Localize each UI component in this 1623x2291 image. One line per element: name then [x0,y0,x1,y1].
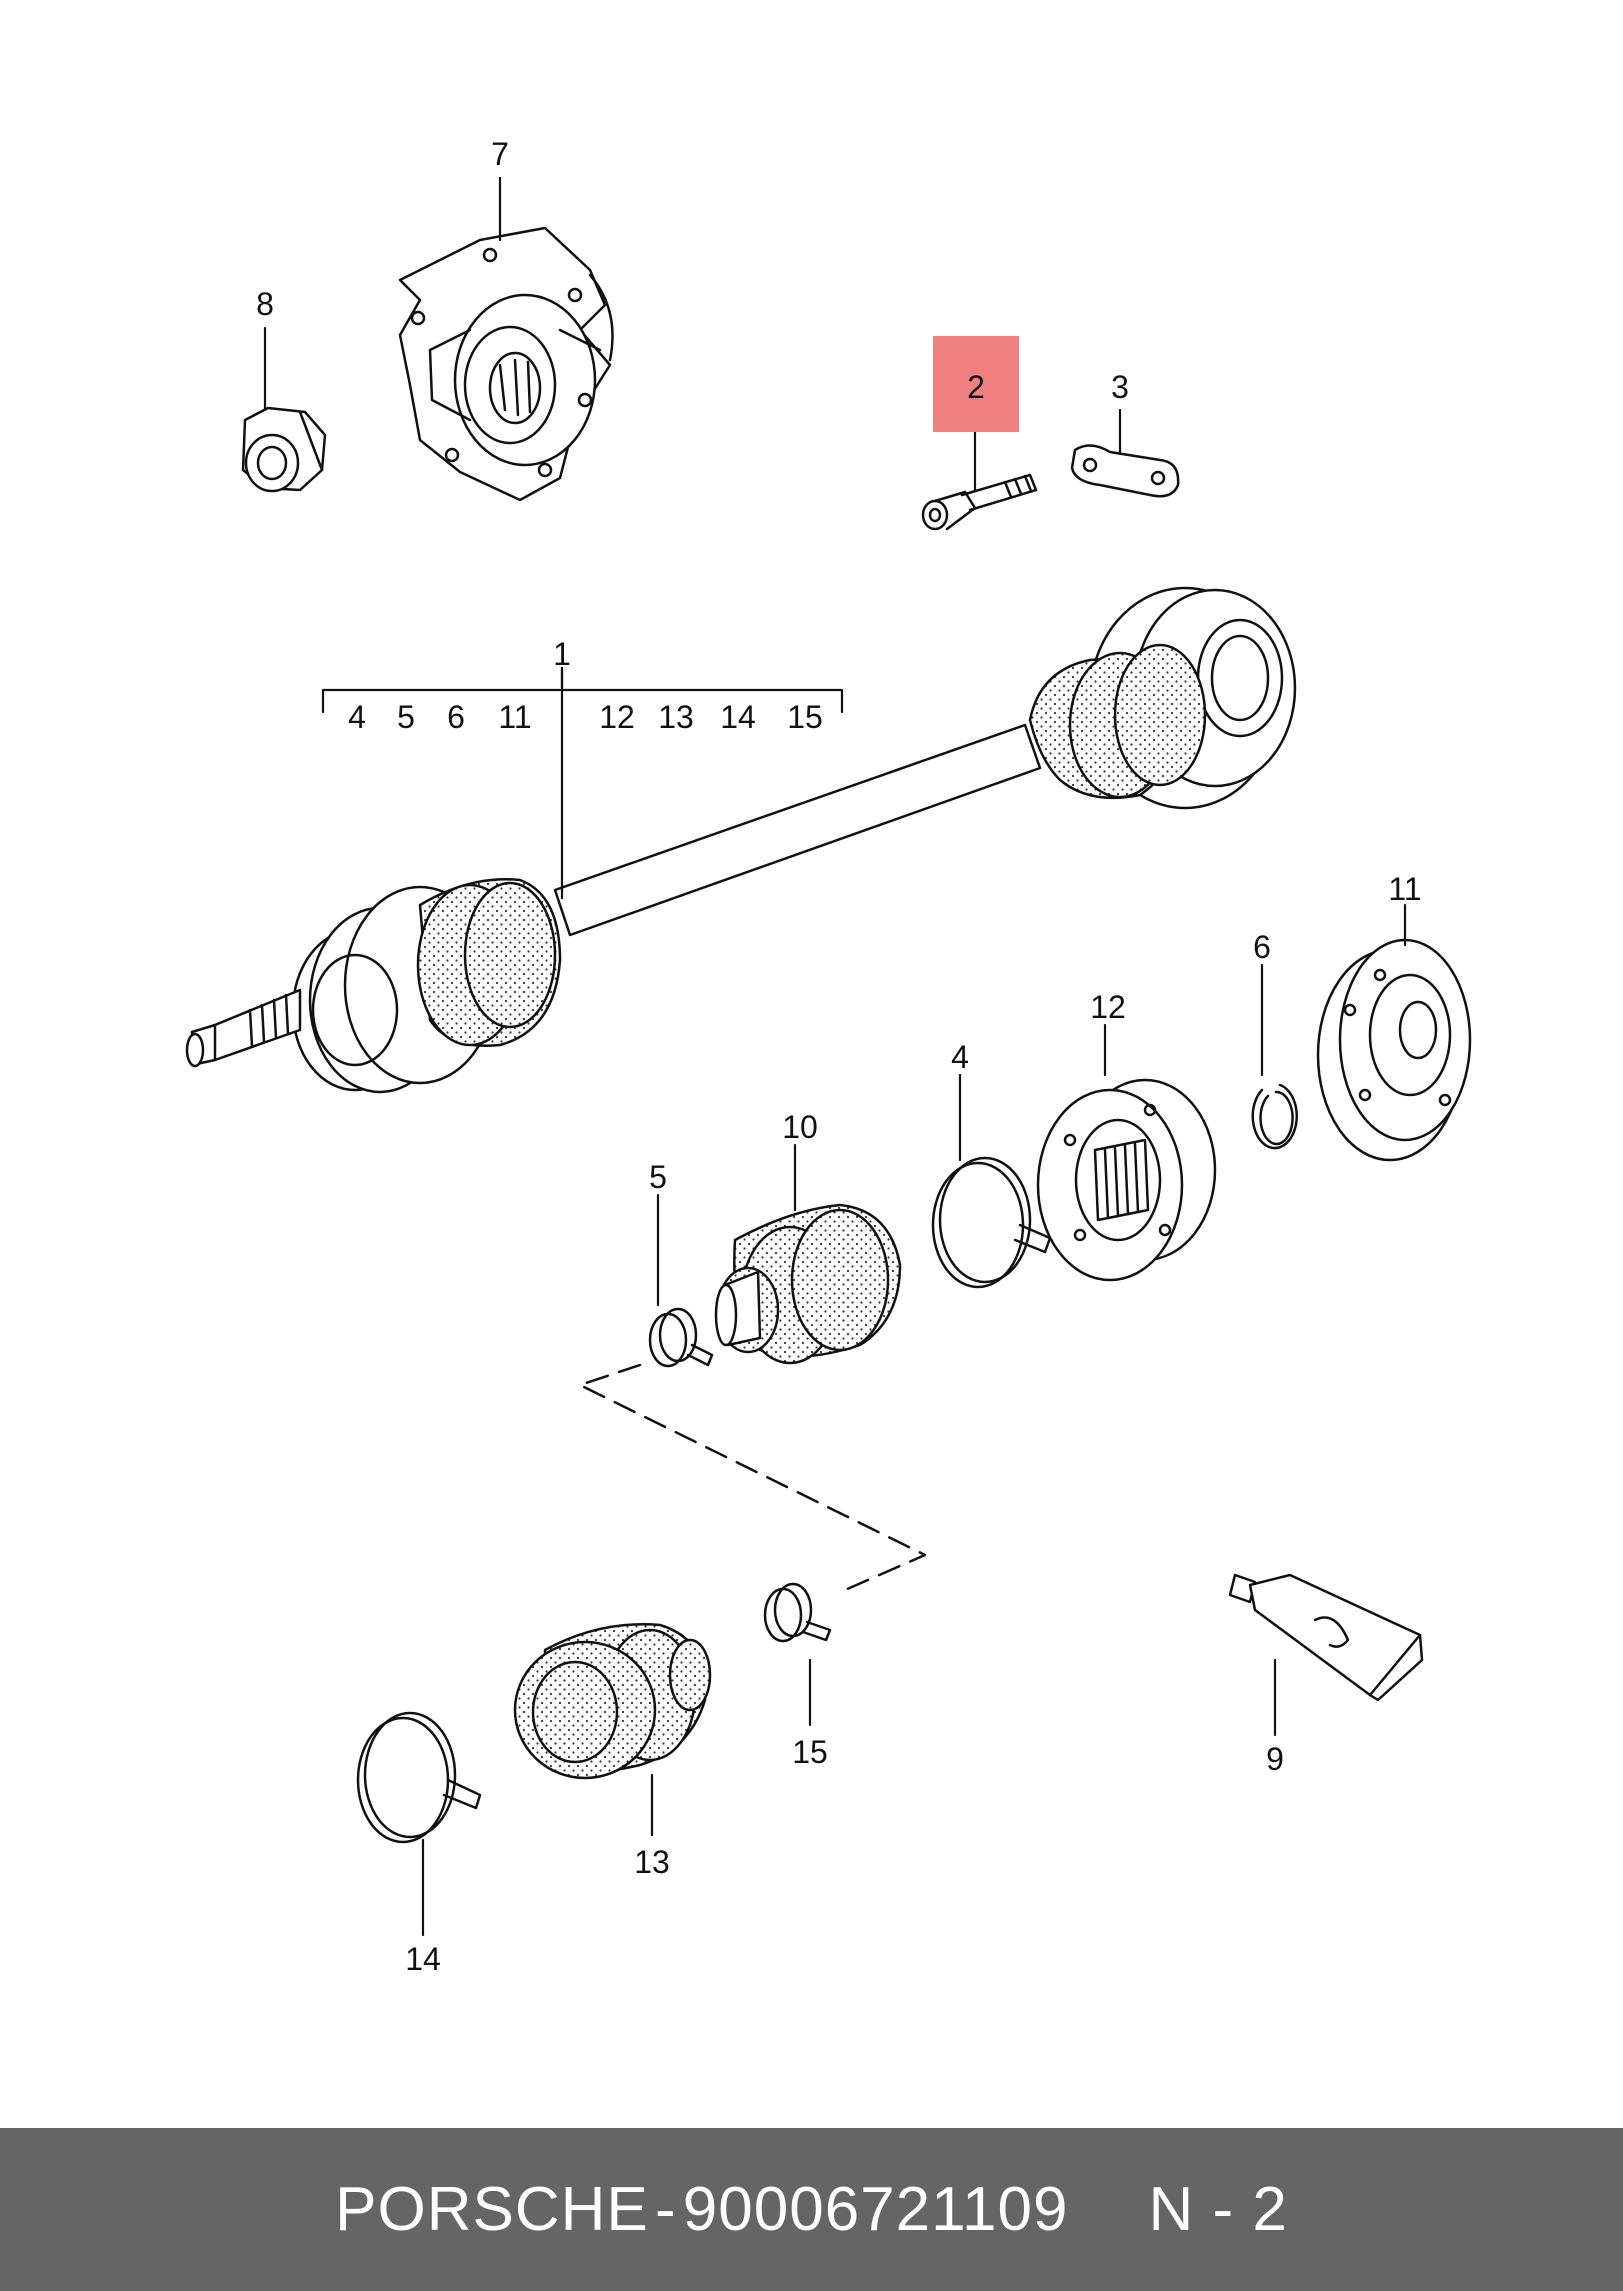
grease-tube-part-9 [1228,1573,1424,1702]
clamp-ring-part-14 [356,1711,482,1844]
callout-9: 9 [1266,1741,1284,1777]
callout-7: 7 [491,136,509,172]
bracket-item: 12 [599,699,635,735]
assembly-bracket [321,666,844,714]
bracket-item: 15 [787,699,823,735]
bracket-item: 11 [498,699,531,735]
callout-11: 11 [1388,871,1421,907]
callout-13: 13 [634,1844,670,1880]
drive-flange-part-7 [398,226,614,502]
callout-3: 3 [1111,369,1129,405]
bracket-item: 4 [348,699,366,735]
callout-15: 15 [792,1734,828,1770]
diagram-position: N - 2 [1148,2175,1288,2244]
alternate-parts-connector [578,1363,927,1592]
hex-nut-part-8 [241,406,327,493]
highlight-box-part-2 [933,336,1019,432]
callout-8: 8 [256,286,274,322]
drive-shaft-part-1 [185,586,1297,1094]
boot-part-13 [513,1623,712,1780]
bracket-item: 5 [397,699,415,735]
callout-10: 10 [782,1109,818,1145]
bracket-item-labels: 4 5 6 11 12 13 14 15 [348,699,823,735]
callout-labels: 7 8 2 3 1 11 6 12 4 10 5 9 15 13 14 [256,136,1422,1977]
callout-14: 14 [405,1941,441,1977]
callout-6: 6 [1253,929,1271,965]
part-number: 90006721109 [682,2175,1069,2244]
bracket-item: 6 [447,699,465,735]
clamp-ring-part-4 [931,1156,1052,1289]
brand-name: PORSCHE [335,2175,649,2244]
cv-joint-part-12 [1036,1078,1217,1282]
bracket-item: 13 [658,699,694,735]
leader-lines [263,176,1407,1937]
callout-12: 12 [1090,989,1126,1025]
clamp-part-15 [763,1582,832,1643]
clamp-part-5 [648,1307,714,1368]
bracket-item: 14 [720,699,756,735]
part-info-footer: PORSCHE - 90006721109 N - 2 [0,2128,1623,2291]
bolt-part-2 [921,473,1038,531]
footer-separator: - [654,2175,677,2244]
joint-cover-part-11 [1316,938,1472,1162]
boot-part-10 [714,1203,902,1365]
lock-plate-part-3 [1070,444,1180,498]
callout-1: 1 [553,636,571,672]
callout-2: 2 [967,369,985,405]
exploded-parts-diagram: 7 8 2 3 1 11 6 12 4 10 5 9 15 13 14 4 5 … [185,136,1472,1977]
callout-4: 4 [951,1039,969,1075]
circlip-part-6 [1251,1083,1298,1150]
callout-5: 5 [649,1159,667,1195]
